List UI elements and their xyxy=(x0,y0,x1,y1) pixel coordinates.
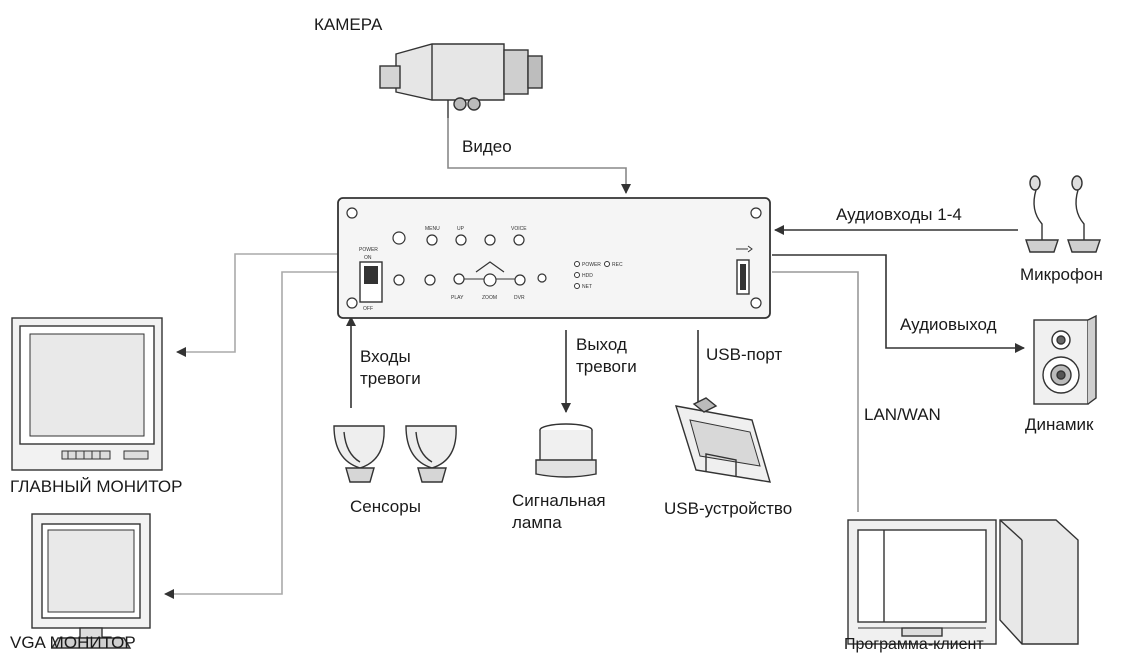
rec-led xyxy=(604,261,610,267)
vga-monitor-line xyxy=(164,271,338,599)
net-led xyxy=(574,283,580,289)
lan-wan-line xyxy=(772,271,859,512)
video-line xyxy=(447,118,631,194)
connection-lines xyxy=(164,118,1025,599)
net-led-marking: NET xyxy=(582,284,592,290)
hdd-led-marking: HDD xyxy=(582,273,593,279)
dvr-marking: DVR xyxy=(514,295,525,301)
play-button[interactable] xyxy=(453,273,465,285)
main-monitor-line xyxy=(176,253,338,357)
audio-inputs-label: Аудиовходы 1-4 xyxy=(836,205,962,224)
usb-device-icon xyxy=(674,397,771,483)
lan-wan-label: LAN/WAN xyxy=(864,405,941,424)
alarm-output-label-line1: Выход xyxy=(576,335,627,354)
play-marking: PLAY xyxy=(451,295,464,301)
zoom-marking: ZOOM xyxy=(482,295,497,301)
voice-button[interactable] xyxy=(513,234,525,246)
sensor-icon xyxy=(333,425,457,483)
zoom-button[interactable] xyxy=(483,273,497,287)
right-button[interactable] xyxy=(514,274,526,286)
menu-marking: MENU xyxy=(425,226,440,232)
alarm-inputs-label-line2: тревоги xyxy=(360,369,421,388)
alarm-output-label-line2: тревоги xyxy=(576,357,637,376)
power-marking: POWER xyxy=(359,247,378,253)
client-program-label: Программа-клиент xyxy=(844,636,984,653)
microphone-label: Микрофон xyxy=(1020,265,1103,284)
camera-label: КАМЕРА xyxy=(314,15,383,34)
up-button[interactable] xyxy=(455,234,467,246)
usb-symbol-icon xyxy=(736,245,753,253)
usb-port-label: USB-порт xyxy=(706,345,783,364)
down-button[interactable] xyxy=(424,274,436,286)
usb-device-label: USB-устройство xyxy=(664,499,793,518)
menu-button[interactable] xyxy=(426,234,438,246)
video-label: Видео xyxy=(462,137,512,156)
off-marking: OFF xyxy=(363,306,373,312)
audio-output-line xyxy=(772,254,1025,353)
rec-led-marking: REC xyxy=(612,262,623,268)
signal-lamp-label-line1: Сигнальная xyxy=(512,491,606,510)
hdd-led xyxy=(574,272,580,278)
dvr-unit: POWER ON OFF MENU UP VOICE PLAY ZOOM DVR xyxy=(337,197,771,319)
up-marking: UP xyxy=(457,226,465,232)
power-button[interactable] xyxy=(392,231,406,245)
dvr-front-panel xyxy=(337,197,771,319)
signal-lamp-label-line2: лампа xyxy=(512,513,562,532)
main-monitor-label: ГЛАВНЫЙ МОНИТОР xyxy=(10,477,183,496)
ok-button[interactable] xyxy=(537,273,547,283)
power-led xyxy=(574,261,580,267)
speaker-label: Динамик xyxy=(1025,415,1094,434)
left-button[interactable] xyxy=(393,274,405,286)
microphone-icon xyxy=(1025,175,1101,253)
main-monitor-icon xyxy=(11,317,163,471)
sensors-label: Сенсоры xyxy=(350,497,421,516)
audio-output-label: Аудиовыход xyxy=(900,315,997,334)
record-button[interactable] xyxy=(484,234,496,246)
power-led-marking: POWER xyxy=(582,262,601,268)
camera-icon xyxy=(379,43,543,118)
voice-marking: VOICE xyxy=(511,226,527,232)
signal-lamp-icon xyxy=(535,423,597,478)
alarm-inputs-label-line1: Входы xyxy=(360,347,411,366)
vga-monitor-icon xyxy=(31,513,151,649)
client-pc-icon xyxy=(847,519,1079,645)
vga-monitor-label: VGA МОНИТОР xyxy=(10,633,136,652)
speaker-icon xyxy=(1033,314,1097,405)
on-marking: ON xyxy=(364,255,372,261)
